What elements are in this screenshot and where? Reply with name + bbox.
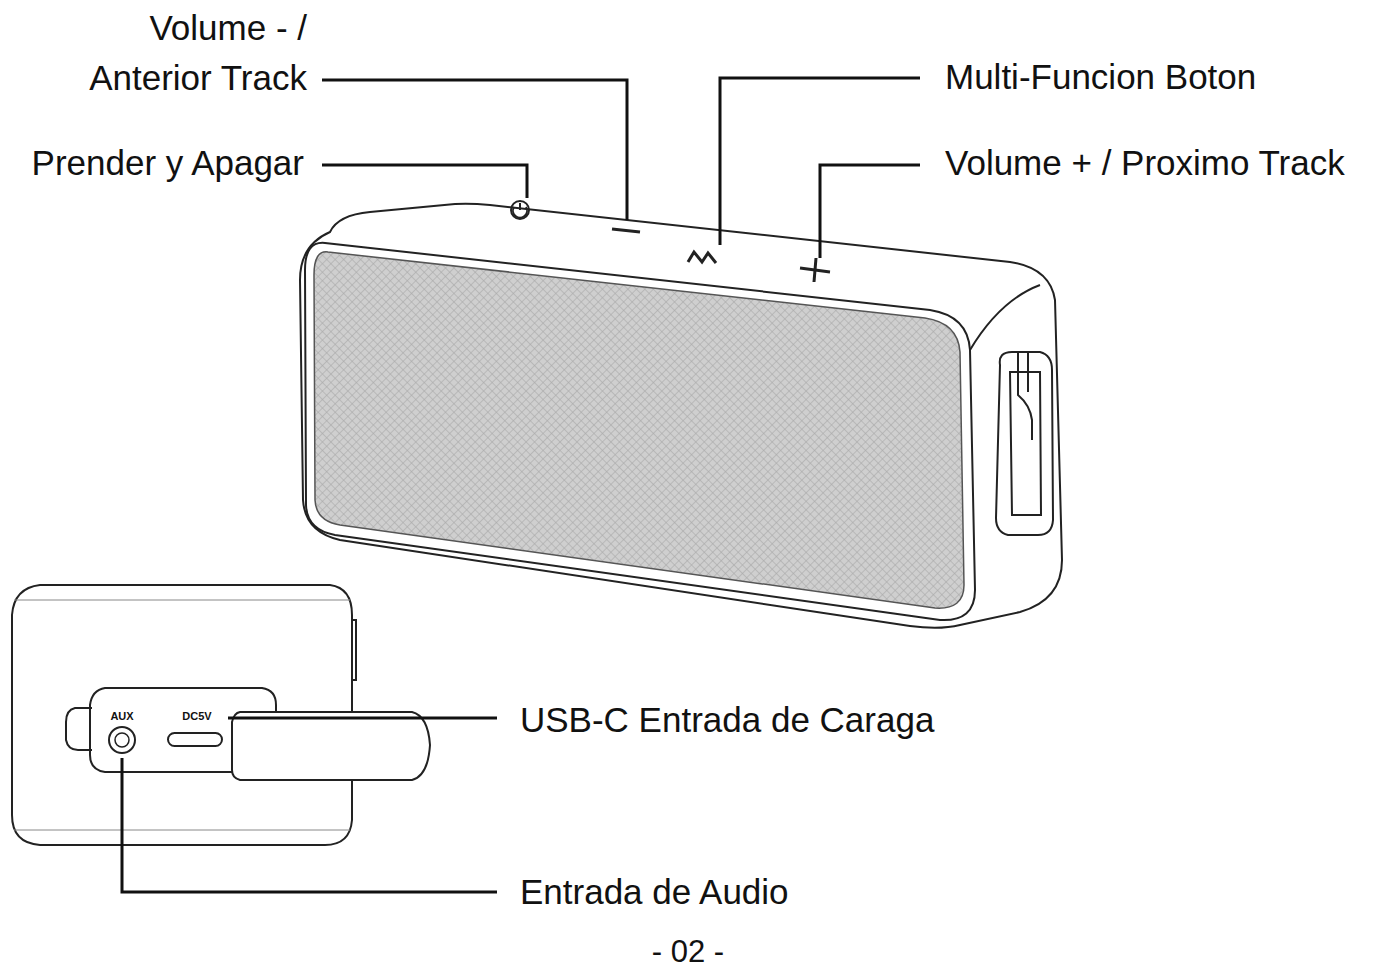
speaker-body [300,201,1062,628]
part-label: Entrada de Audio [520,872,789,912]
speaker-side-view [12,585,430,845]
part-label: Volume + / Proximo Track [945,143,1345,183]
part-label: Prender y Apagar [32,143,304,183]
leader-lines [122,78,920,892]
page-number: - 02 - [652,934,724,970]
port-marking: AUX [110,710,133,722]
part-label: Volume - / Anterior Track [57,3,307,103]
part-label: USB-C Entrada de Caraga [520,700,934,740]
port-marking: DC5V [182,710,211,722]
part-label: Multi-Funcion Boton [945,57,1256,97]
